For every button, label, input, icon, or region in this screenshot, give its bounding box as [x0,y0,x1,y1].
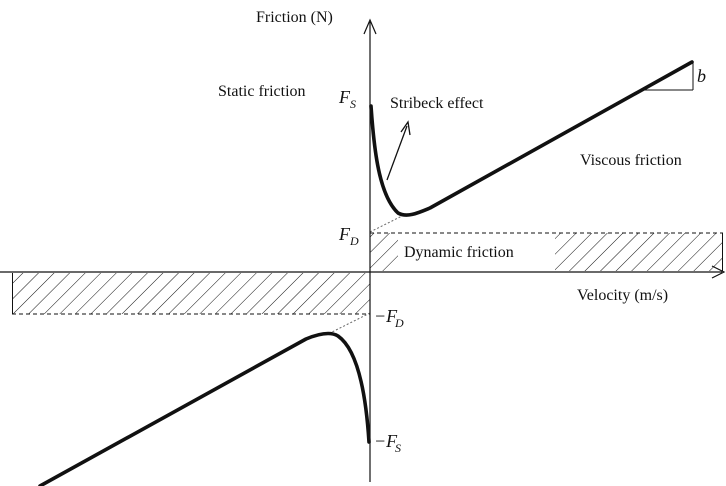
x-axis-label: Velocity (m/s) [577,287,668,304]
viscous-extension-positive [369,215,403,233]
neg-fs-symbol: −F [374,431,398,451]
hatch-band-positive-right [555,233,723,271]
y-axis-arrowhead [363,18,377,35]
stribeck-effect-label: Stribeck effect [390,95,484,112]
fd-subscript: D [349,234,359,248]
friction-curve-positive [369,60,694,217]
static-friction-label: Static friction [218,83,306,100]
fs-symbol: F [338,87,351,107]
fs-subscript: S [350,97,356,111]
slope-b-label: b [697,66,706,86]
viscous-friction-label: Viscous friction [580,152,682,169]
viscous-extension-negative [329,312,371,334]
hatch-band-negative [12,273,370,314]
dynamic-friction-label: Dynamic friction [404,244,514,261]
fd-symbol: F [338,224,351,244]
x-axis-arrowhead [711,265,726,279]
stribeck-arrow-head [400,120,411,136]
y-axis-label: Friction (N) [256,9,333,26]
friction-curve-negative [38,331,371,486]
neg-fd-subscript: D [394,316,404,330]
neg-fs-subscript: S [395,441,401,455]
stribeck-arrow-line [386,125,408,181]
hatch-band-positive-left [370,233,398,271]
neg-fd-symbol: −F [374,306,398,326]
